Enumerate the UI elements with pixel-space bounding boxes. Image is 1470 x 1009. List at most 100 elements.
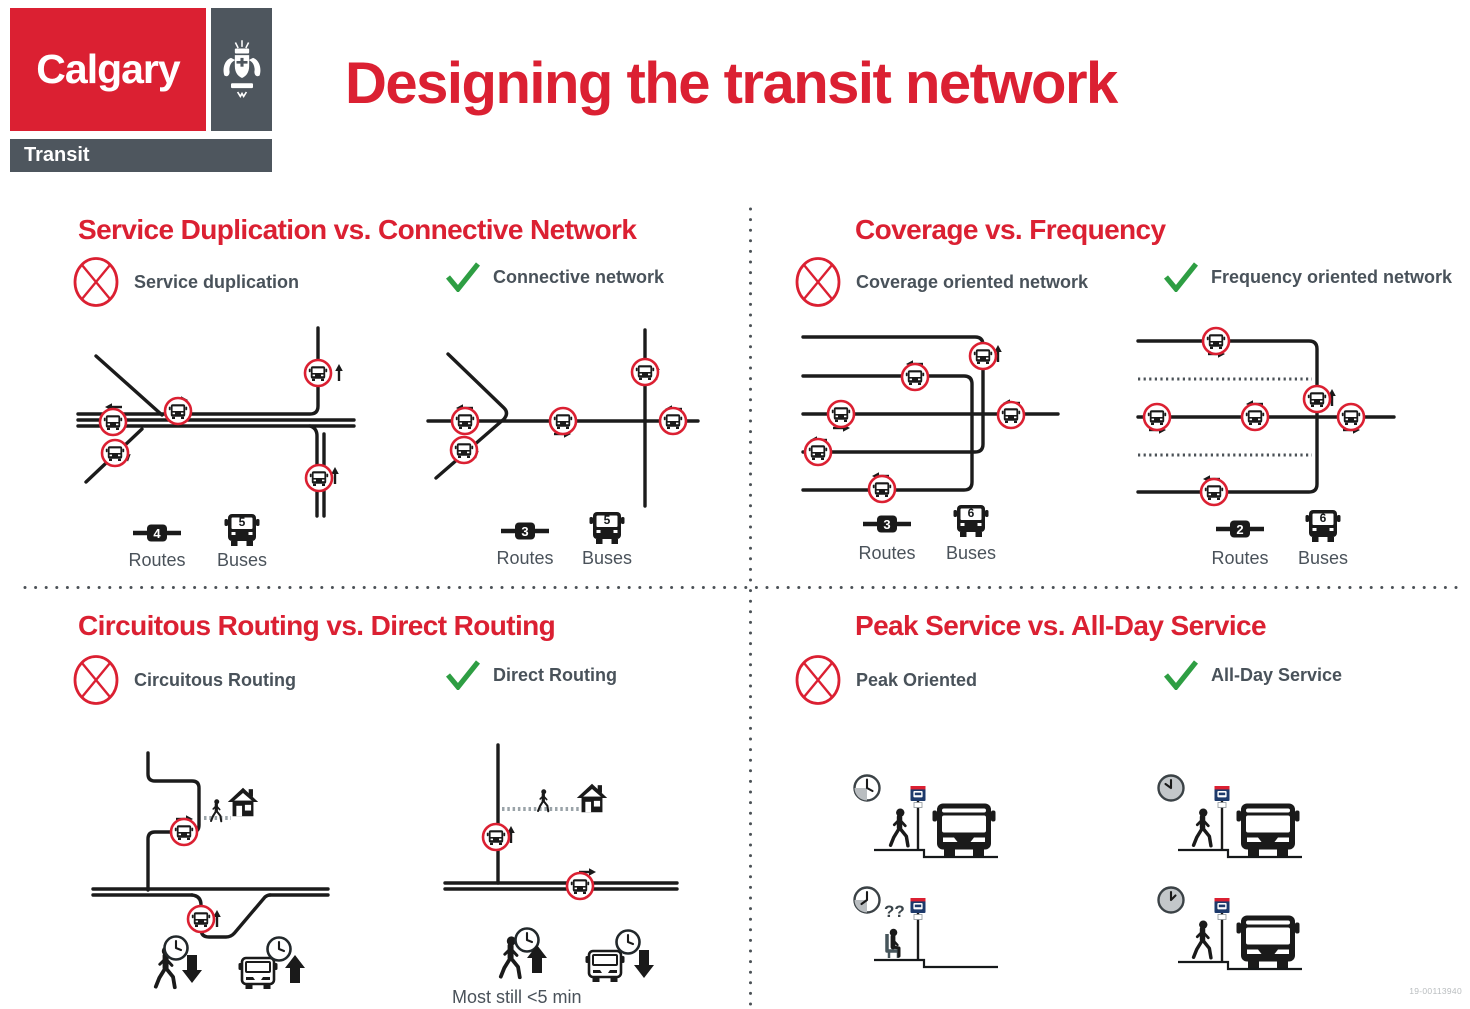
bus-icon (1142, 402, 1172, 432)
buses-label: Buses (582, 548, 632, 568)
bus-front-icon (237, 956, 279, 991)
good-option: All-Day Service (1164, 660, 1342, 690)
routes-label: Routes (858, 543, 915, 563)
bus-icon (803, 437, 833, 467)
good-option-label: Frequency oriented network (1211, 266, 1453, 287)
connective-network-diagram: 3 5 Routes Buses (426, 328, 700, 568)
ground-line (874, 848, 998, 859)
roads (443, 743, 679, 891)
bus-icon (968, 341, 998, 371)
bus-icon (548, 406, 578, 436)
calgary-logo-word: Calgary (36, 46, 180, 92)
house-icon (576, 783, 608, 813)
bus-icon (565, 871, 595, 901)
prohibited-icon (795, 257, 841, 307)
bus-icon (481, 822, 511, 852)
section-title: Coverage vs. Frequency (855, 214, 1166, 245)
routes-count: 4 (153, 526, 161, 541)
peak-service-diagram: ?? (853, 774, 998, 969)
check-icon (1164, 660, 1198, 690)
bad-option-label: Circuitous Routing (134, 669, 296, 690)
clock-hands (1164, 778, 1173, 790)
good-option-label: Connective network (493, 266, 665, 287)
clock-hands (277, 940, 286, 953)
bad-option-label: Peak Oriented (856, 669, 978, 690)
bus-icon (100, 438, 130, 468)
bad-option: Peak Oriented (793, 654, 977, 706)
ground-line (1178, 960, 1302, 971)
bus-icon (1199, 477, 1229, 507)
buses-label: Buses (1298, 548, 1348, 568)
quadrant-coverage-frequency: Coverage vs. Frequency Coverage oriented… (750, 200, 1470, 585)
bus-icon (630, 357, 660, 387)
bus-icon (900, 362, 930, 392)
document-number: 19-00113940 (1409, 986, 1462, 996)
good-option: Direct Routing (446, 660, 617, 690)
clock-hands (860, 890, 869, 906)
routes-label: Routes (128, 550, 185, 570)
routes-label: Routes (496, 548, 553, 568)
time-up-arrow-down (182, 955, 202, 983)
clock-hands (525, 931, 534, 944)
good-option-label: Direct Routing (493, 664, 617, 685)
transit-label: Transit (24, 144, 90, 166)
ground-line (874, 958, 998, 969)
frequency-network-diagram: 2 6 Routes Buses (1136, 326, 1396, 568)
calgary-logo: Calgary (10, 8, 206, 131)
good-option: Frequency oriented network (1164, 262, 1452, 292)
direct-routing-diagram: Most still <5 min (443, 743, 679, 1007)
circuitous-routing-diagram (91, 751, 330, 991)
section-title: Service Duplication vs. Connective Netwo… (78, 214, 637, 245)
roads (91, 751, 330, 939)
bad-option-label: Service duplication (134, 271, 300, 292)
bus-icon (449, 435, 479, 465)
bus-icon (98, 407, 128, 437)
bus-icon (303, 358, 333, 388)
good-option: Connective network (446, 262, 664, 292)
pedestrian-icon (1194, 920, 1211, 957)
routes-label: Routes (1211, 548, 1268, 568)
section-title: Peak Service vs. All-Day Service (855, 610, 1267, 641)
pedestrian-icon (536, 787, 550, 813)
bus-icon (867, 474, 897, 504)
bad-option-label: Coverage oriented network (856, 271, 1089, 292)
good-option-label: All-Day Service (1211, 664, 1343, 685)
prohibited-icon (795, 655, 841, 705)
crest-box (211, 8, 272, 131)
direction-arrow-up (334, 362, 344, 383)
pedestrian-icon (1194, 808, 1211, 845)
buses-count: 5 (239, 515, 246, 529)
bus-icon (1336, 402, 1366, 432)
check-icon (446, 660, 480, 690)
time-up-arrow (285, 955, 305, 983)
page-title: Designing the transit network (345, 51, 1118, 116)
bus-icon (304, 463, 334, 493)
prohibited-icon (73, 257, 119, 307)
house-icon (227, 787, 259, 817)
clock-hands (626, 933, 635, 946)
clock-hands (865, 778, 874, 793)
bus-front-icon (1236, 915, 1300, 969)
bus-stop-sign-icon (1214, 785, 1230, 808)
bad-option: Circuitous Routing (71, 654, 296, 706)
coverage-network-diagram: 3 6 Routes Buses (801, 335, 1060, 563)
pedestrian-icon (891, 808, 908, 845)
transit-bar: Transit (10, 139, 272, 172)
bus-stop-sign-icon (910, 897, 926, 920)
section-title: Circuitous Routing vs. Direct Routing (78, 610, 556, 641)
ground-line (1178, 848, 1302, 859)
bus-icon (1240, 402, 1270, 432)
service-duplication-diagram: 4 5 Routes Buses (76, 326, 356, 570)
all-day-service-diagram (1157, 774, 1302, 971)
quadrant-service-duplication: Service Duplication vs. Connective Netwo… (20, 200, 750, 585)
bus-icon (186, 904, 216, 934)
bus-icon (450, 406, 480, 436)
bus-icon (1201, 326, 1231, 356)
check-icon (1164, 262, 1198, 292)
uncertainty-text: ?? (884, 902, 905, 921)
bus-front-icon (932, 803, 996, 857)
bad-option: Service duplication (71, 256, 299, 308)
buses-count: 5 (604, 513, 611, 527)
bus-front-icon (1236, 803, 1300, 857)
bus-front-icon (584, 949, 626, 984)
